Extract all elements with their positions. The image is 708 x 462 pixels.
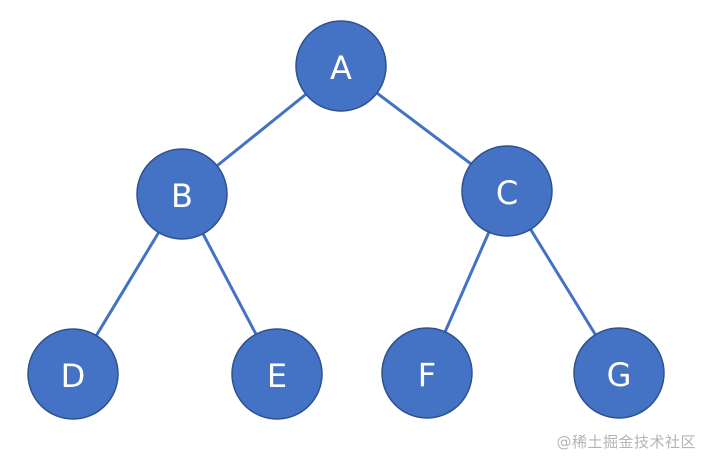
node-circle-a (295, 20, 387, 112)
node-circle-b (136, 148, 228, 240)
node-layer: A B C D E F G (27, 20, 665, 420)
tree-node-f: F (381, 327, 473, 419)
node-label-d: D (61, 357, 86, 395)
tree-node-e: E (231, 328, 323, 420)
node-circle-g (573, 327, 665, 419)
node-circle-c (461, 145, 553, 237)
node-label-e: E (267, 357, 287, 395)
tree-node-d: D (27, 328, 119, 420)
node-circle-d (27, 328, 119, 420)
node-label-g: G (607, 356, 632, 394)
node-circle-f (381, 327, 473, 419)
tree-node-b: B (136, 148, 228, 240)
node-circle-e (231, 328, 323, 420)
tree-node-a: A (295, 20, 387, 112)
node-label-c: C (496, 174, 518, 212)
node-label-b: B (171, 177, 193, 215)
tree-node-g: G (573, 327, 665, 419)
tree-node-c: C (461, 145, 553, 237)
watermark: @稀土掘金技术社区 (556, 433, 696, 451)
node-label-a: A (330, 49, 352, 87)
node-label-f: F (418, 356, 436, 394)
